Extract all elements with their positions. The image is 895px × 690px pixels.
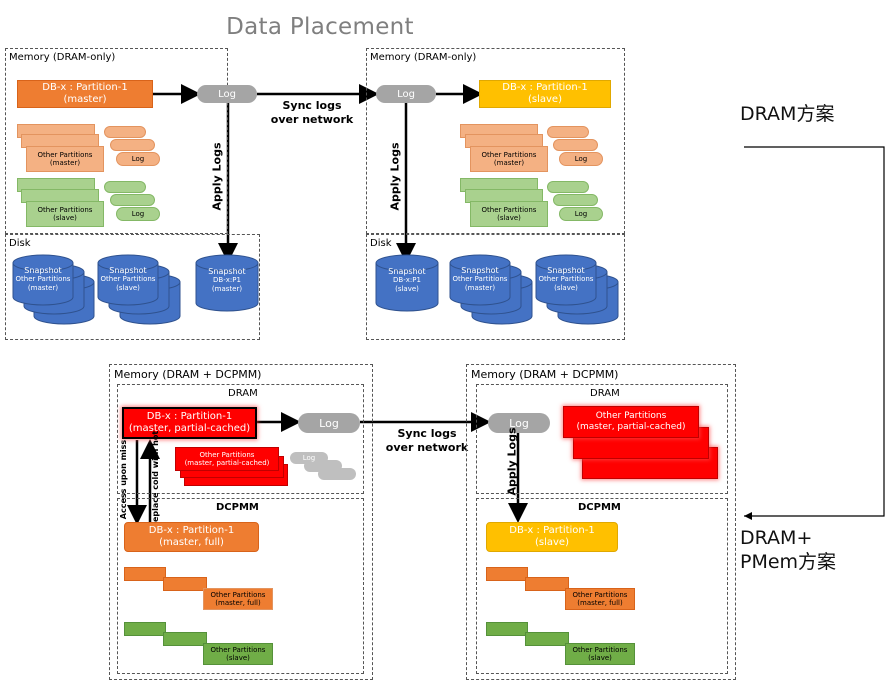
dram-scheme-label: DRAM方案 [740, 103, 835, 125]
other-partitions-master: Other Partitions(master) [470, 146, 548, 172]
other-partitions-slave: Other Partitions(slave) [26, 201, 104, 227]
snapshot-other-master: Snapshot Other Partitions(master) [452, 265, 508, 292]
apply-logs-label: Apply Logs [505, 427, 519, 496]
dcpmm-panel [476, 498, 728, 674]
dram-label: DRAM [228, 388, 258, 399]
partition-slave-box: DB-x : Partition-1 (slave) [479, 80, 611, 108]
dram-label: DRAM [590, 388, 620, 399]
memory-label: Memory (DRAM + DCPMM) [114, 368, 262, 381]
page-title: Data Placement [226, 14, 414, 40]
pmem-scheme-label: DRAM+ PMem方案 [740, 527, 837, 573]
memory-label: Memory (DRAM-only) [9, 52, 116, 63]
memory-label: Memory (DRAM + DCPMM) [471, 368, 619, 381]
memory-label: Memory (DRAM-only) [370, 52, 477, 63]
other-partitions-full: Other Partitions(master, full) [565, 588, 635, 610]
disk-label: Disk [9, 238, 31, 249]
small-log-slave: Log [559, 207, 603, 221]
other-partitions-slave: Other Partitions(slave) [470, 201, 548, 227]
other-partitions-full: Other Partitions(master, full) [203, 588, 273, 610]
log-pill: Log [488, 413, 550, 433]
partition-slave-box: DB-x : Partition-1 (slave) [486, 522, 618, 552]
dcpmm-panel [117, 498, 364, 674]
other-partitions-slave: Other Partitions(slave) [565, 643, 635, 665]
snapshot-dbx-p1-slave: Snapshot DB-x:P1(slave) [388, 266, 426, 293]
small-log-slave: Log [116, 207, 160, 221]
log-pill: Log [197, 85, 257, 103]
apply-logs-label: Apply Logs [388, 142, 402, 211]
small-log-master: Log [559, 152, 603, 166]
other-partitions-cached: Other Partitions(master, partial-cached) [563, 406, 699, 438]
memory-panel-bottom-left [109, 364, 373, 680]
partition-cached-box: DB-x : Partition-1 (master, partial-cach… [122, 407, 257, 439]
snapshot-other-slave: Snapshot Other Partitions(slave) [100, 265, 156, 292]
partition-role: (master) [63, 94, 107, 105]
dcpmm-label: DCPMM [216, 502, 259, 513]
log-pill: Log [298, 413, 360, 433]
other-partitions-slave: Other Partitions(slave) [203, 643, 273, 665]
snapshot-other-master: Snapshot Other Partitions(master) [15, 265, 71, 292]
partition-master-box: DB-x : Partition-1 (master) [17, 80, 153, 108]
snapshot-dbx-p1-master: Snapshot DB-x:P1(master) [208, 266, 246, 293]
small-log-grey: Log [290, 452, 328, 464]
dram-panel [117, 384, 364, 494]
memory-panel-top-right [366, 48, 625, 234]
disk-panel-top-right [366, 234, 625, 340]
small-log-master: Log [116, 152, 160, 166]
other-partitions-master: Other Partitions(master) [26, 146, 104, 172]
partition-name: DB-x : Partition-1 [42, 82, 128, 93]
snapshot-other-slave: Snapshot Other Partitions(slave) [538, 265, 594, 292]
disk-panel-top-left [5, 234, 260, 340]
scheme-bracket [744, 146, 885, 517]
memory-panel-top-left [5, 48, 228, 234]
log-pill: Log [376, 85, 436, 103]
dram-panel [476, 384, 728, 494]
partition-full-box: DB-x : Partition-1 (master, full) [124, 522, 259, 552]
bracket-arrowhead [744, 512, 752, 520]
memory-panel-bottom-right [466, 364, 736, 680]
dcpmm-label: DCPMM [578, 502, 621, 513]
disk-label: Disk [370, 238, 392, 249]
other-partitions-cached: Other Partitions(master, partial-cached) [175, 447, 279, 471]
